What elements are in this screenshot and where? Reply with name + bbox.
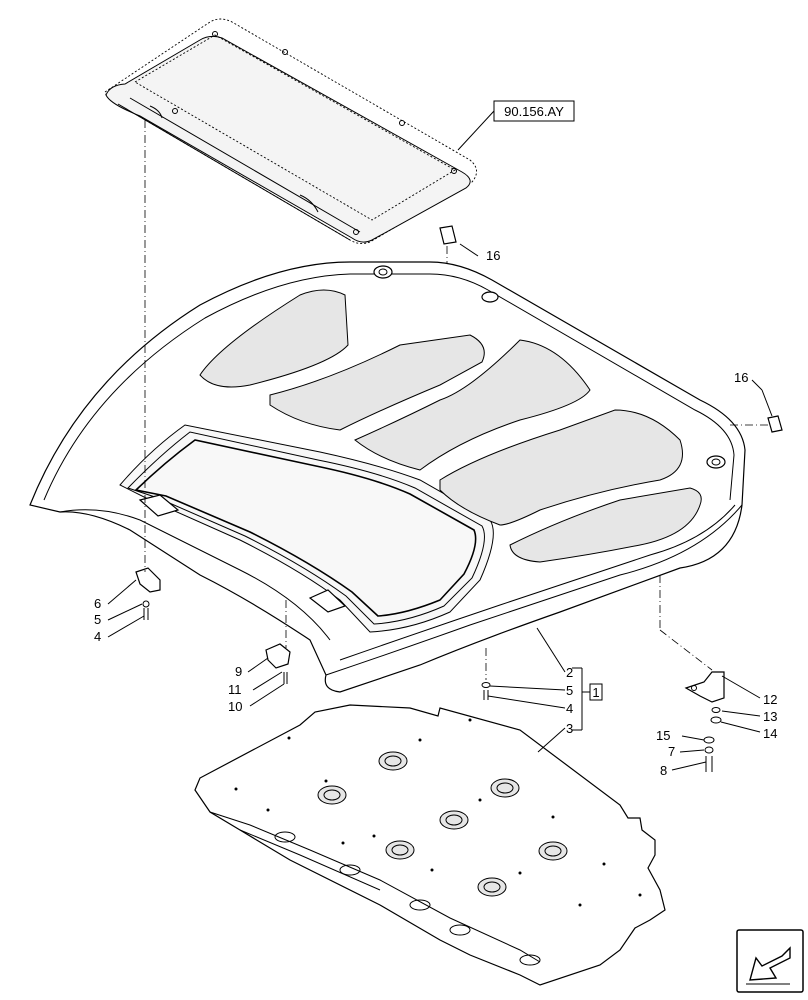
callout-5-left: 5: [94, 612, 101, 627]
callout-5-center: 5: [566, 683, 573, 698]
callout-14: 14: [763, 726, 777, 741]
callout-15: 15: [656, 728, 670, 743]
callout-12: 12: [763, 692, 777, 707]
callout-4-left: 4: [94, 629, 101, 644]
bracket-part-12: [684, 671, 725, 772]
callout-8: 8: [660, 763, 667, 778]
callout-7: 7: [668, 744, 675, 759]
reference-callout[interactable]: 90.156.AY: [457, 100, 575, 151]
callout-1-box: 1: [589, 683, 603, 701]
clip-part-16-top: [439, 225, 479, 257]
callout-9: 9: [235, 664, 242, 679]
callout-4-center: 4: [566, 701, 573, 716]
assembly-lines: [144, 120, 768, 680]
top-trim-panel: [104, 18, 477, 245]
clip-part-16-right: [767, 415, 783, 433]
callout-11: 11: [228, 682, 242, 697]
leader-lines: [107, 379, 773, 771]
callout-2: 2: [566, 665, 573, 680]
callout-13: 13: [763, 709, 777, 724]
clip-part-9: [265, 643, 291, 684]
callout-16-top: 16: [486, 248, 500, 263]
next-page-arrow-icon[interactable]: [736, 929, 804, 993]
callout-3: 3: [566, 721, 573, 736]
lower-liner-panel: [194, 704, 666, 986]
callout-numbers: 16 16 6 5 4 9 11 10 2 5 4 3 12 13 14 15 …: [94, 248, 777, 778]
bracket-part-6: [135, 567, 161, 620]
callout-10: 10: [228, 699, 242, 714]
roof-shell: [29, 261, 746, 693]
callout-1: 1: [592, 685, 599, 700]
reference-label: 90.156.AY: [504, 104, 564, 119]
callout-6: 6: [94, 596, 101, 611]
callout-16-right: 16: [734, 370, 748, 385]
washer-screw-center: [481, 682, 491, 700]
